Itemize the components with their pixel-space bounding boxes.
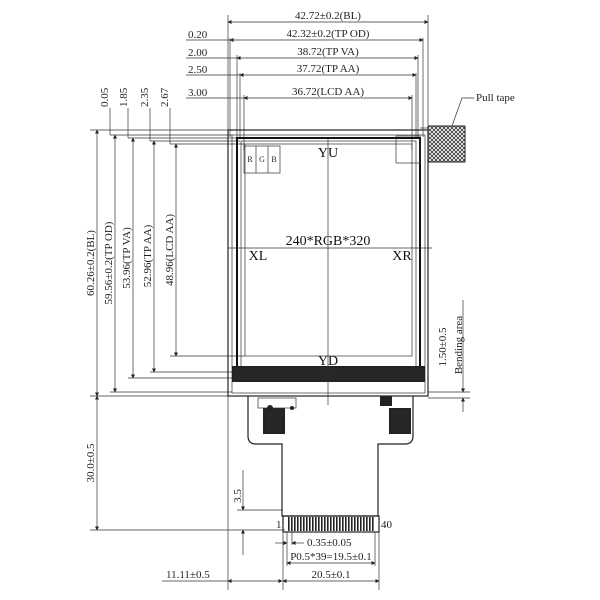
offset-0-05: 0.05 [99, 87, 111, 107]
bending-value: 1.50±0.5 [437, 327, 449, 367]
dim-tp-od-offset: 0.20 [188, 29, 208, 41]
bending-label: Bending area [453, 316, 465, 374]
dim-lcd-aa-offset: 3.00 [188, 87, 208, 99]
top-dimensions: 42.72±0.2(BL) 0.20 42.32±0.2(TP OD) 2.00… [186, 10, 429, 150]
dim-tp-od-height: 59.56±0.2(TP OD) [103, 221, 115, 304]
rgb-g: G [259, 155, 265, 164]
offset-1-85: 1.85 [118, 87, 130, 107]
dim-pin-width: 0.35±0.05 [307, 537, 352, 549]
dim-tp-aa-offset: 2.50 [188, 64, 208, 76]
dim-tp-va-height: 53.96(TP VA) [121, 227, 133, 289]
pull-tape-label: Pull tape [476, 92, 515, 104]
pin-1-label: 1 [276, 519, 282, 531]
dim-tp-aa-height: 52.96(TP AA) [142, 224, 154, 287]
dim-lcd-aa-height: 48.96(LCD AA) [164, 214, 176, 286]
label-xl: XL [249, 249, 268, 264]
left-dimensions: 0.05 1.85 2.35 2.67 60.26±0.2(BL) 59.56±… [85, 87, 285, 590]
pull-tape: Pull tape [420, 92, 515, 163]
pin-40-label: 40 [381, 519, 393, 531]
bottom-dimensions: 0.35±0.05 P0.5*39=19.5±0.1 20.5±0.1 [275, 532, 380, 590]
label-xr: XR [392, 249, 412, 264]
dim-bl-height: 60.26±0.2(BL) [85, 230, 97, 296]
fpc-tail: 1 40 [247, 396, 414, 533]
bending-area-dimension: 1.50±0.5 Bending area [428, 300, 470, 412]
module-outline: R G B YU YD XL XR 240*RGB*320 [227, 129, 432, 405]
dim-pitch: P0.5*39=19.5±0.1 [290, 551, 372, 563]
dim-tp-va-width: 38.72(TP VA) [297, 46, 359, 58]
dim-fpc-left-offset: 11.11±0.5 [166, 569, 210, 581]
dim-tail-offset: 3.5 [232, 489, 244, 503]
dim-tp-aa-width: 37.72(TP AA) [297, 63, 360, 75]
dim-fpc-width: 20.5±0.1 [311, 569, 350, 581]
dim-lcd-aa-width: 36.72(LCD AA) [292, 86, 364, 98]
dim-tp-va-offset: 2.00 [188, 47, 208, 59]
rgb-r: R [247, 155, 253, 164]
dim-tp-od-width: 42.32±0.2(TP OD) [287, 28, 370, 40]
dim-fpc-length: 30.0±0.5 [85, 443, 97, 483]
rgb-b: B [271, 155, 276, 164]
label-yu: YU [318, 146, 338, 161]
resolution-label: 240*RGB*320 [286, 234, 371, 249]
dim-bl-width: 42.72±0.2(BL) [295, 10, 361, 22]
label-yd: YD [318, 354, 338, 369]
offset-2-67: 2.67 [159, 87, 171, 107]
offset-2-35: 2.35 [139, 87, 151, 107]
